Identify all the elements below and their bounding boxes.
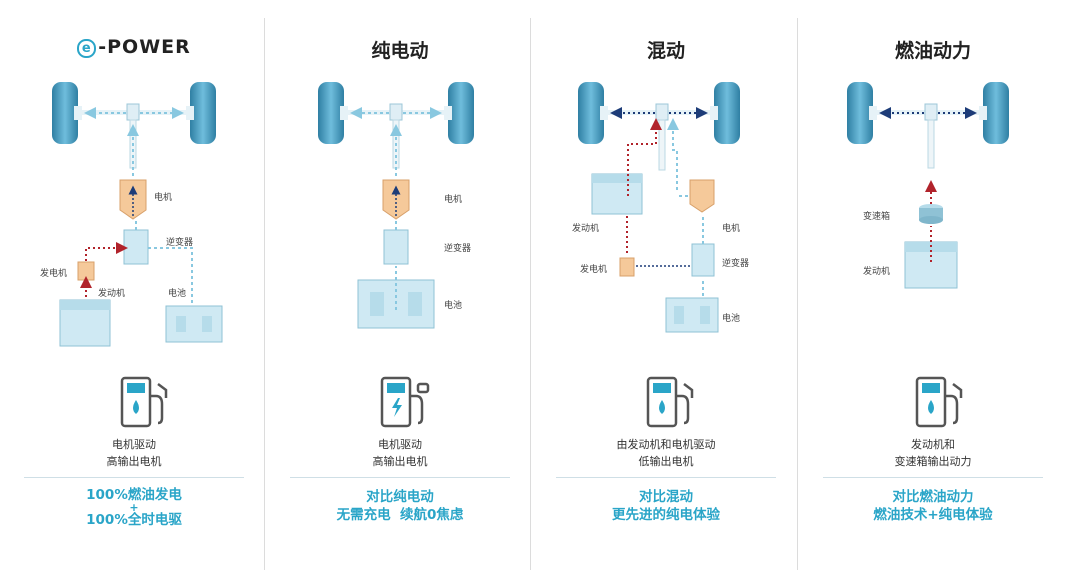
highlight: 对比混动 更先进的纯电体验 <box>532 488 800 524</box>
tire-right-icon <box>710 82 740 144</box>
inverter-icon <box>691 243 715 277</box>
highlight-line: 燃油技术+纯电体验 <box>873 507 993 523</box>
description: 发动机和 变速箱输出动力 <box>799 436 1067 470</box>
column-hybrid: 混动 发动机 电机 发电机 逆变器 电池 由发动机和电机驱动 低输出电机 <box>532 0 800 586</box>
label-inverter: 逆变器 <box>444 244 472 254</box>
tire-left-icon <box>318 82 348 144</box>
tire-left-icon <box>52 82 82 144</box>
battery-icon <box>665 297 719 333</box>
description: 电机驱动 高输出电机 <box>266 436 534 470</box>
inverter-icon <box>383 229 409 265</box>
section-rule <box>823 477 1043 478</box>
label-motor: 电机 <box>722 224 741 234</box>
description-line: 由发动机和电机驱动 <box>616 438 716 451</box>
highlight-line: 对比燃油动力 <box>892 489 974 505</box>
description: 电机驱动 高输出电机 <box>0 436 268 470</box>
section-rule <box>290 477 510 478</box>
generator-icon <box>77 261 95 281</box>
highlight: 100%燃油发电 + 100%全时电驱 <box>0 488 268 528</box>
inverter-icon <box>123 229 149 265</box>
label-engine: 发动机 <box>863 267 891 277</box>
label-generator: 发电机 <box>40 269 68 279</box>
generator-icon <box>619 257 635 277</box>
highlight-line: 无需充电 续航0焦虑 <box>336 507 464 523</box>
battery-icon <box>165 305 223 343</box>
highlight-line: 100%燃油发电 <box>86 487 182 503</box>
tire-left-icon <box>578 82 608 144</box>
column-ev: 纯电动 电机 逆变器 电池 电机驱动 高输出电机 对比纯电动 无需充电 续航0焦… <box>266 0 534 586</box>
highlight-plus: + <box>129 501 139 514</box>
logo-e-mark: e <box>77 39 97 58</box>
highlight-line: 100%全时电驱 <box>86 512 182 528</box>
section-rule <box>24 477 244 478</box>
label-battery: 电池 <box>444 301 463 311</box>
column-divider <box>797 18 798 570</box>
label-generator: 发电机 <box>580 265 608 275</box>
highlight: 对比纯电动 无需充电 续航0焦虑 <box>266 488 534 524</box>
label-transmission: 变速箱 <box>863 212 891 222</box>
motor-icon <box>689 179 715 213</box>
tire-right-icon <box>186 82 216 144</box>
description-line: 高输出电机 <box>106 455 162 468</box>
label-inverter: 逆变器 <box>166 238 194 248</box>
label-battery: 电池 <box>722 314 741 324</box>
ev-powertrain-diagram <box>318 82 474 329</box>
label-engine: 发动机 <box>572 224 600 234</box>
highlight: 对比燃油动力 燃油技术+纯电体验 <box>799 488 1067 524</box>
description-line: 高输出电机 <box>372 455 428 468</box>
description: 由发动机和电机驱动 低输出电机 <box>532 436 800 470</box>
epower-logo: e-POWER <box>0 36 268 58</box>
transmission-icon <box>919 204 943 224</box>
column-title: 燃油动力 <box>894 40 971 62</box>
label-inverter: 逆变器 <box>722 259 750 269</box>
label-battery: 电池 <box>168 289 187 299</box>
highlight-line: 对比纯电动 <box>366 489 434 505</box>
epower-powertrain-diagram <box>52 82 223 347</box>
column-epower: e-POWER 电机 逆变器 发电机 发动机 电池 <box>0 0 268 586</box>
column-title: 混动 <box>646 40 685 62</box>
highlight-line: 更先进的纯电体验 <box>612 507 720 523</box>
fuel-pump-icon <box>915 376 963 428</box>
fuel-pump-icon <box>120 376 168 428</box>
description-line: 低输出电机 <box>638 455 694 468</box>
engine-icon <box>59 299 111 347</box>
tire-right-icon <box>979 82 1009 144</box>
description-line: 电机驱动 <box>112 438 156 451</box>
column-ice: 燃油动力 变速箱 发动机 发动机和 变速箱输出动力 对比燃油动力 燃油技术+纯电… <box>799 0 1067 586</box>
description-line: 发动机和 <box>911 438 955 451</box>
ice-powertrain-diagram <box>847 82 1009 289</box>
engine-icon <box>591 173 643 215</box>
hybrid-powertrain-diagram <box>578 82 740 333</box>
label-motor: 电机 <box>154 193 173 203</box>
tire-left-icon <box>847 82 877 144</box>
engine-icon <box>904 241 958 289</box>
highlight-line: 对比混动 <box>639 489 693 505</box>
label-engine: 发动机 <box>98 289 126 299</box>
charging-station-icon <box>380 376 430 428</box>
description-line: 电机驱动 <box>378 438 422 451</box>
fuel-pump-icon <box>646 376 694 428</box>
label-motor: 电机 <box>444 195 463 205</box>
tire-right-icon <box>444 82 474 144</box>
column-divider <box>530 18 531 570</box>
logo-text: -POWER <box>98 36 191 58</box>
description-line: 变速箱输出动力 <box>894 455 972 468</box>
column-divider <box>264 18 265 570</box>
column-title: 纯电动 <box>371 40 429 62</box>
section-rule <box>556 477 776 478</box>
